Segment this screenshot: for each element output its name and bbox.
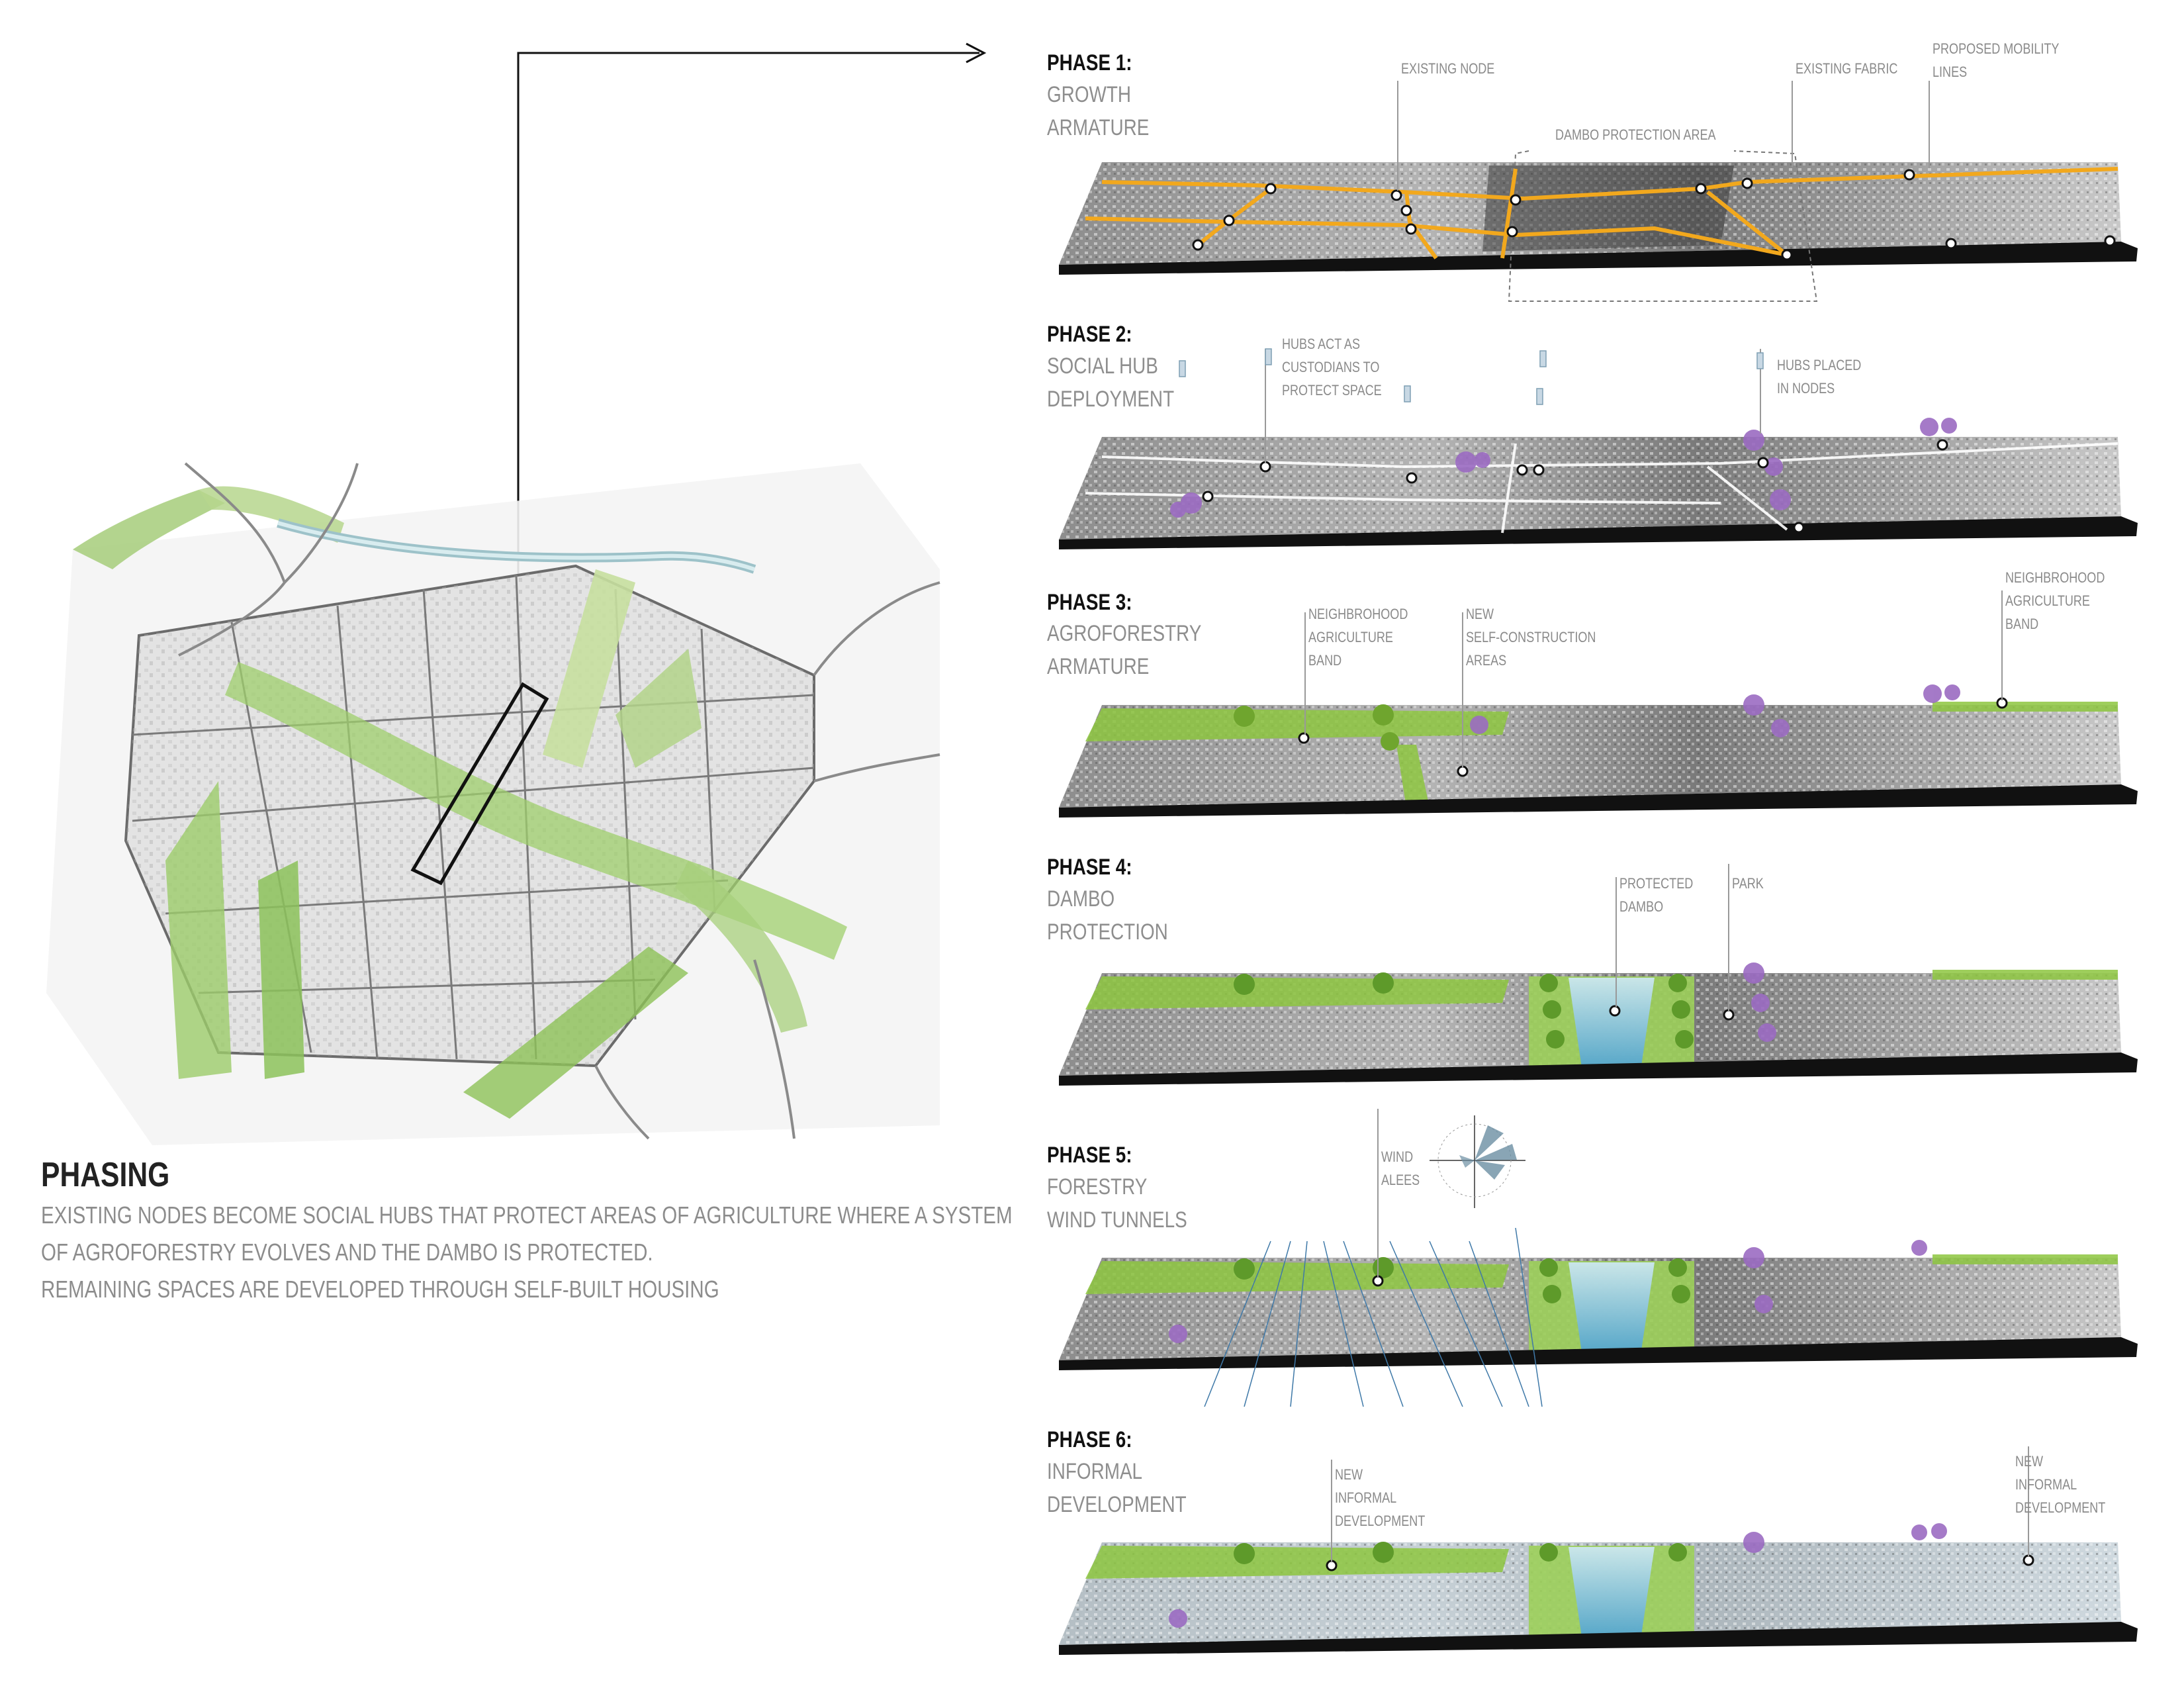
annotation-hubs-placed: HUBS PLACED IN NODES: [1777, 357, 1862, 397]
phase-1-title: PHASE 1:: [1047, 50, 1132, 75]
phase-3-slab: [1059, 590, 2138, 818]
phase-1-slab: [1059, 81, 2138, 302]
annotation-wind-alees: WIND ALEES: [1381, 1149, 1420, 1188]
phase-6-slab: [1059, 1446, 2138, 1655]
annotation-dambo-protection-area: DAMBO PROTECTION AREA: [1555, 126, 1716, 143]
phase-3-title: PHASE 3:: [1047, 590, 1132, 615]
phase-5-subtitle: FORESTRY WIND TUNNELS: [1047, 1174, 1187, 1233]
phase-6-subtitle: INFORMAL DEVELOPMENT: [1047, 1459, 1187, 1517]
phase-6-title: PHASE 6:: [1047, 1427, 1132, 1452]
phasing-description-line: EXISTING NODES BECOME SOCIAL HUBS THAT P…: [41, 1201, 1013, 1229]
phase-4-subtitle: DAMBO PROTECTION: [1047, 886, 1168, 945]
annotation-self-construction: NEW SELF-CONSTRUCTION AREAS: [1466, 606, 1596, 669]
annotation-existing-node: EXISTING NODE: [1401, 60, 1495, 77]
phase-2-slab: [1059, 348, 2138, 549]
annotation-agriculture-band-right: NEIGHBROHOOD AGRICULTURE BAND: [2005, 569, 2105, 632]
phase-2-title: PHASE 2:: [1047, 322, 1132, 347]
annotation-existing-fabric: EXISTING FABRIC: [1796, 60, 1898, 77]
annotation-hubs-custodians: HUBS ACT AS CUSTODIANS TO PROTECT SPACE: [1282, 336, 1382, 399]
annotation-agriculture-band-left: NEIGHBROHOOD AGRICULTURE BAND: [1308, 606, 1408, 669]
annotation-protected-dambo: PROTECTED DAMBO: [1619, 875, 1694, 915]
annotation-park: PARK: [1732, 875, 1764, 892]
phase-5-title: PHASE 5:: [1047, 1143, 1132, 1168]
phase-1-subtitle: GROWTH ARMATURE: [1047, 82, 1150, 140]
phase-5-slab: [1059, 1109, 2138, 1407]
phase-2-subtitle: SOCIAL HUB DEPLOYMENT: [1047, 353, 1175, 412]
phasing-title: PHASING: [41, 1156, 170, 1194]
site-map: [46, 462, 940, 1145]
phasing-description-line: OF AGROFORESTRY EVOLVES AND THE DAMBO IS…: [41, 1239, 653, 1266]
pointer-arrow: [517, 42, 987, 712]
phase-4-slab: [1059, 864, 2138, 1086]
annotation-proposed-mobility-lines: PROPOSED MOBILITY LINES: [1933, 40, 2060, 80]
phasing-description: EXISTING NODES BECOME SOCIAL HUBS THAT P…: [41, 1197, 1013, 1308]
wind-rose: [1430, 1115, 1525, 1208]
phase-4-title: PHASE 4:: [1047, 855, 1132, 880]
annotation-informal-development-right: NEW INFORMAL DEVELOPMENT: [2015, 1453, 2106, 1516]
phase-3-subtitle: AGROFORESTRY ARMATURE: [1047, 621, 1202, 679]
annotation-informal-development-left: NEW INFORMAL DEVELOPMENT: [1335, 1466, 1426, 1529]
phasing-description-line: REMAINING SPACES ARE DEVELOPED THROUGH S…: [41, 1276, 719, 1303]
